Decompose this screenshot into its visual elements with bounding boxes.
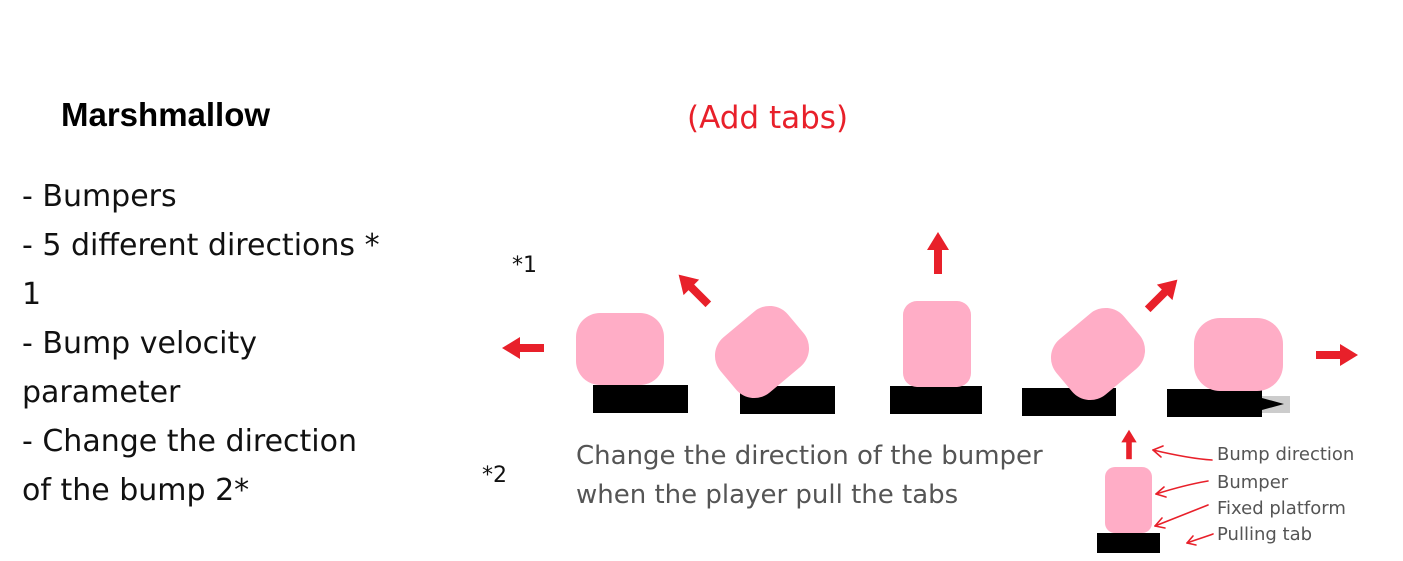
bumper-up-left: [670, 266, 835, 414]
page-title: Marshmallow: [61, 96, 271, 133]
legend-diagram: [1097, 429, 1214, 553]
legend-label-bump-direction: Bump direction: [1217, 444, 1355, 465]
legend-bumper: [1105, 467, 1152, 533]
add-tabs-note: (Add tabs): [687, 100, 849, 136]
bumper-right: [1167, 318, 1358, 417]
bumper-3: [903, 301, 971, 387]
bumper-2: [714, 305, 810, 399]
tab-pull-arrow-icon: [1262, 398, 1284, 410]
bumper-5: [1194, 318, 1283, 391]
feature-item-velocity: - Bump velocity parameter: [22, 326, 258, 410]
platform-5: [1167, 389, 1262, 417]
arrow-up-icon: [927, 232, 949, 274]
feature-item-directions: - 5 different directions * 1: [22, 228, 380, 312]
bumper-up-right: [1022, 271, 1186, 416]
arrow-right-icon: [1316, 344, 1358, 366]
feature-list: - Bumpers - 5 different directions * 1 -…: [22, 172, 422, 515]
feature-item-bumpers: - Bumpers: [22, 179, 177, 214]
feature-item-change-direction: - Change the direction of the bump 2*: [22, 424, 357, 508]
bumper-up: [890, 232, 982, 414]
note-marker-2: *2: [482, 463, 507, 488]
bumper-left: [502, 313, 688, 413]
legend-platform: [1097, 533, 1160, 553]
arrow-left-icon: [502, 337, 544, 359]
legend-label-pulling-tab: Pulling tab: [1217, 524, 1313, 545]
legend-label-fixed-platform: Fixed platform: [1217, 498, 1346, 519]
platform-1: [593, 385, 688, 413]
arrow-up-right-icon: [1139, 271, 1186, 318]
note-marker-1: *1: [512, 253, 537, 278]
platform-3: [890, 386, 982, 414]
legend-bump-arrow-icon: [1121, 429, 1137, 460]
bumper-1: [576, 313, 664, 385]
bumper-4: [1050, 307, 1146, 401]
legend-label-bumper: Bumper: [1217, 472, 1289, 493]
tab-description: Change the direction of the bumper when …: [576, 441, 1043, 510]
arrow-up-left-icon: [670, 266, 717, 313]
